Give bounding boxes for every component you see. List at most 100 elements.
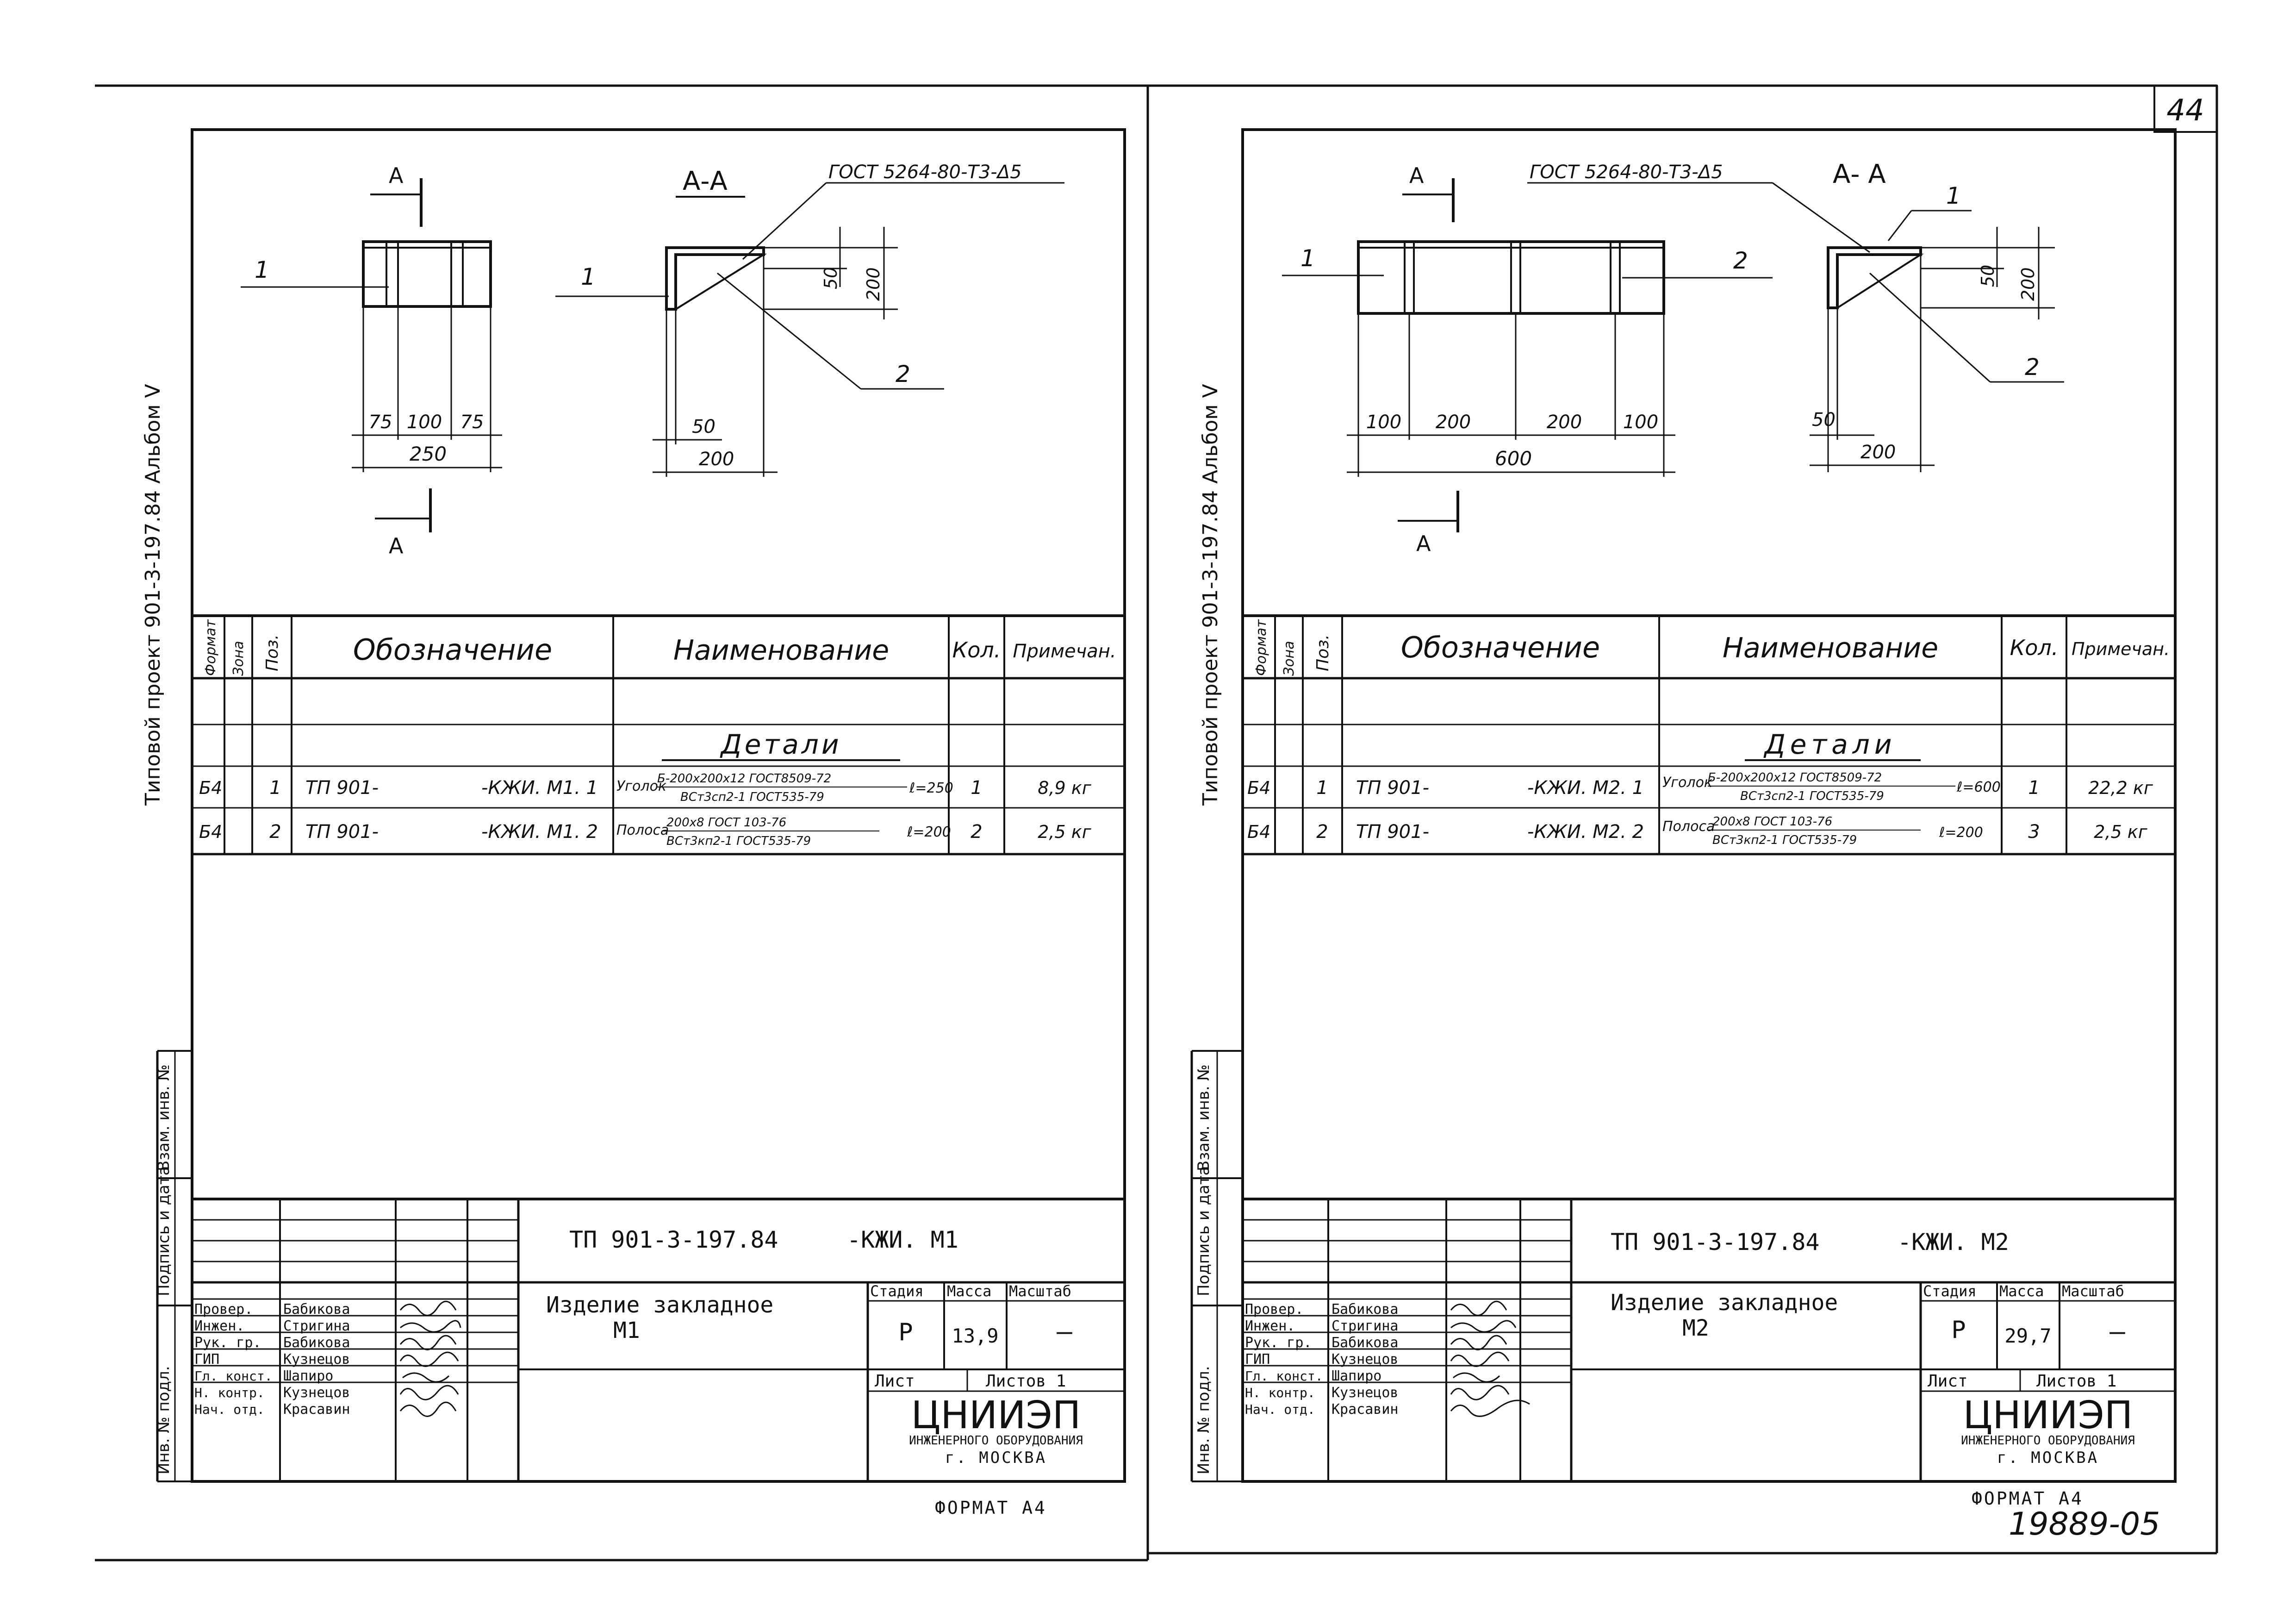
sheets-count: Листов 1 — [2036, 1372, 2116, 1391]
org-city: г. МОСКВА — [1997, 1449, 2099, 1467]
scale-value: – — [2109, 1317, 2125, 1347]
title-block: Провер. Инжен. Рук. гр. ГИП Гл. конст. Н… — [1243, 1198, 2175, 1481]
signature-scribble — [1453, 1372, 1500, 1383]
dim-plan-1: 100 — [1366, 412, 1401, 433]
spec-header-note: Примечан. — [2072, 639, 2170, 659]
role: Рук. гр. — [1245, 1335, 1312, 1351]
mass-value: 29,7 — [2004, 1324, 2051, 1347]
sheet-right-frame — [1241, 128, 2177, 1483]
title-block: Провер. Инжен. Рук. гр. ГИП Гл. конст. Н… — [192, 1198, 1125, 1481]
dim-section-1: 50 — [692, 416, 716, 437]
dim-plan-2: 200 — [1436, 412, 1471, 433]
spec-row-name-top: 200х8 ГОСТ 103-76 — [1712, 815, 1832, 829]
signature-scribble — [1450, 1399, 1530, 1417]
section-mark-top: А — [389, 163, 404, 188]
format-label: ФОРМАТ А4 — [935, 1498, 1047, 1518]
spec-row-name-bot: ВСт3кп2-1 ГОСТ535-79 — [1712, 833, 1857, 847]
dim-section-1: 50 — [1812, 409, 1836, 431]
plan-outline — [362, 240, 492, 308]
sheet-left: Инв. № подл. Подпись и дата Взам. инв. №… — [141, 128, 1126, 1518]
role: Рук. гр. — [194, 1335, 261, 1351]
sheets-count: Листов 1 — [986, 1372, 1066, 1391]
person-name: Кузнецов — [1332, 1385, 1399, 1401]
spec-row-len: ℓ=200 — [1939, 824, 1983, 841]
product-mark: М2 — [1682, 1315, 1709, 1341]
scale-value: – — [1057, 1317, 1072, 1347]
dim-section-v2: 200 — [863, 267, 884, 301]
dim-section-v2: 200 — [2018, 267, 2038, 301]
stamp-code: ТП 901-3-197.84 — [569, 1226, 778, 1253]
col-label-stage: Стадия — [870, 1282, 924, 1300]
section-view: ГОСТ 5264-80-Т3-Δ5 А- А 50 200 50 200 — [1527, 159, 2064, 472]
section-mark-bottom: А — [389, 533, 404, 558]
dim-plan-3: 200 — [1547, 412, 1582, 433]
org-line2: ИНЖЕНЕРНОГО ОБОРУДОВАНИЯ — [909, 1434, 1083, 1448]
spec-row-name-a: Полоса — [616, 822, 669, 838]
spec-row-len: ℓ=200 — [907, 824, 951, 840]
spec-header-qty: Кол. — [2010, 635, 2059, 660]
role: Провер. — [1245, 1301, 1303, 1318]
dim-plan-2: 100 — [407, 412, 442, 433]
plan-view: 100 200 200 100 600 1 2 А А — [1282, 163, 1773, 556]
person-name: Кузнецов — [283, 1351, 350, 1368]
spec-row-pos: 2 — [1316, 821, 1328, 843]
spec-row-note: 2,5 кг — [2094, 822, 2147, 842]
signature-scribble — [1450, 1351, 1510, 1367]
spec-row-des-a: ТП 901- — [305, 777, 379, 799]
person-name: Стригина — [283, 1318, 350, 1334]
col-label-mass: Масса — [1999, 1282, 2044, 1300]
dim-plan-4: 100 — [1623, 412, 1658, 433]
signature-scribble — [1450, 1320, 1517, 1333]
signature-scribble — [1450, 1300, 1507, 1316]
spec-row-des-a: ТП 901- — [1356, 821, 1429, 843]
person-name: Бабикова — [1332, 1335, 1399, 1351]
spec-header-zone: Зона — [230, 641, 247, 676]
stamp-suffix: -КЖИ. М1 — [847, 1226, 958, 1253]
spec-row-des-a: ТП 901- — [1356, 777, 1429, 799]
weld-note: ГОСТ 5264-80-Т3-Δ5 — [1530, 162, 1723, 183]
spec-row-note: 2,5 кг — [1038, 822, 1091, 842]
role: ГИП — [194, 1351, 219, 1368]
spec-row-name-bot: ВСт3сп2-1 ГОСТ535-79 — [1740, 789, 1884, 803]
side-col-sign: Подпись и дата — [155, 1166, 173, 1296]
spec-row-len: ℓ=250 — [909, 780, 953, 796]
signature-scribble — [399, 1401, 457, 1417]
spec-row-name-a: Уголок — [616, 778, 666, 794]
product-mark: М1 — [613, 1318, 640, 1343]
spec-row-pos: 1 — [1316, 777, 1328, 799]
side-col-replace: Взам. инв. № — [155, 1064, 173, 1171]
plan-view: 75 100 75 250 1 А А — [241, 163, 502, 558]
spec-header-designation: Обозначение — [353, 633, 552, 667]
spec-row: Б4 2 ТП 901- -КЖИ. М2. 2 Полоса 200х8 ГО… — [1247, 815, 2148, 847]
role: Инжен. — [194, 1318, 244, 1334]
callout-leader — [1869, 272, 1991, 383]
person-name: Красавин — [283, 1401, 350, 1418]
spec-row-name-top: Б-200х200х12 ГОСТ8509-72 — [1708, 771, 1882, 785]
spec-header-pos: Поз. — [263, 634, 282, 671]
side-col-sign: Подпись и дата — [1195, 1166, 1213, 1296]
stage-value: Р — [1951, 1316, 1966, 1344]
spec-header-designation: Обозначение — [1401, 631, 1600, 664]
sheet-label: Лист — [1928, 1372, 1968, 1391]
section-mark-top: А — [1409, 163, 1424, 188]
side-title: Типовой проект 901-3-197.84 Альбом V — [1199, 384, 1222, 806]
callout-leader — [717, 272, 861, 390]
role: ГИП — [1245, 1351, 1270, 1368]
spec-row-des-b: -КЖИ. М2. 2 — [1527, 821, 1644, 843]
role: Инжен. — [1245, 1318, 1295, 1334]
dim-plan-3: 75 — [460, 412, 484, 433]
page-number-box — [2153, 85, 2218, 133]
person-name: Бабикова — [283, 1335, 350, 1351]
mass-value: 13,9 — [952, 1324, 998, 1347]
side-col-inv: Инв. № подл. — [1195, 1366, 1213, 1474]
side-col-replace: Взам. инв. № — [1195, 1064, 1213, 1171]
role: Н. контр. — [1245, 1385, 1315, 1400]
person-name: Бабикова — [1332, 1301, 1399, 1318]
col-label-scale: Масштаб — [2062, 1282, 2124, 1300]
signature-scribble — [399, 1385, 459, 1400]
spec-row-name-a: Полоса — [1662, 818, 1715, 835]
sheet-label: Лист — [875, 1372, 915, 1391]
dim-section-v1: 50 — [1978, 265, 1998, 287]
role: Гл. конст. — [1245, 1368, 1323, 1384]
